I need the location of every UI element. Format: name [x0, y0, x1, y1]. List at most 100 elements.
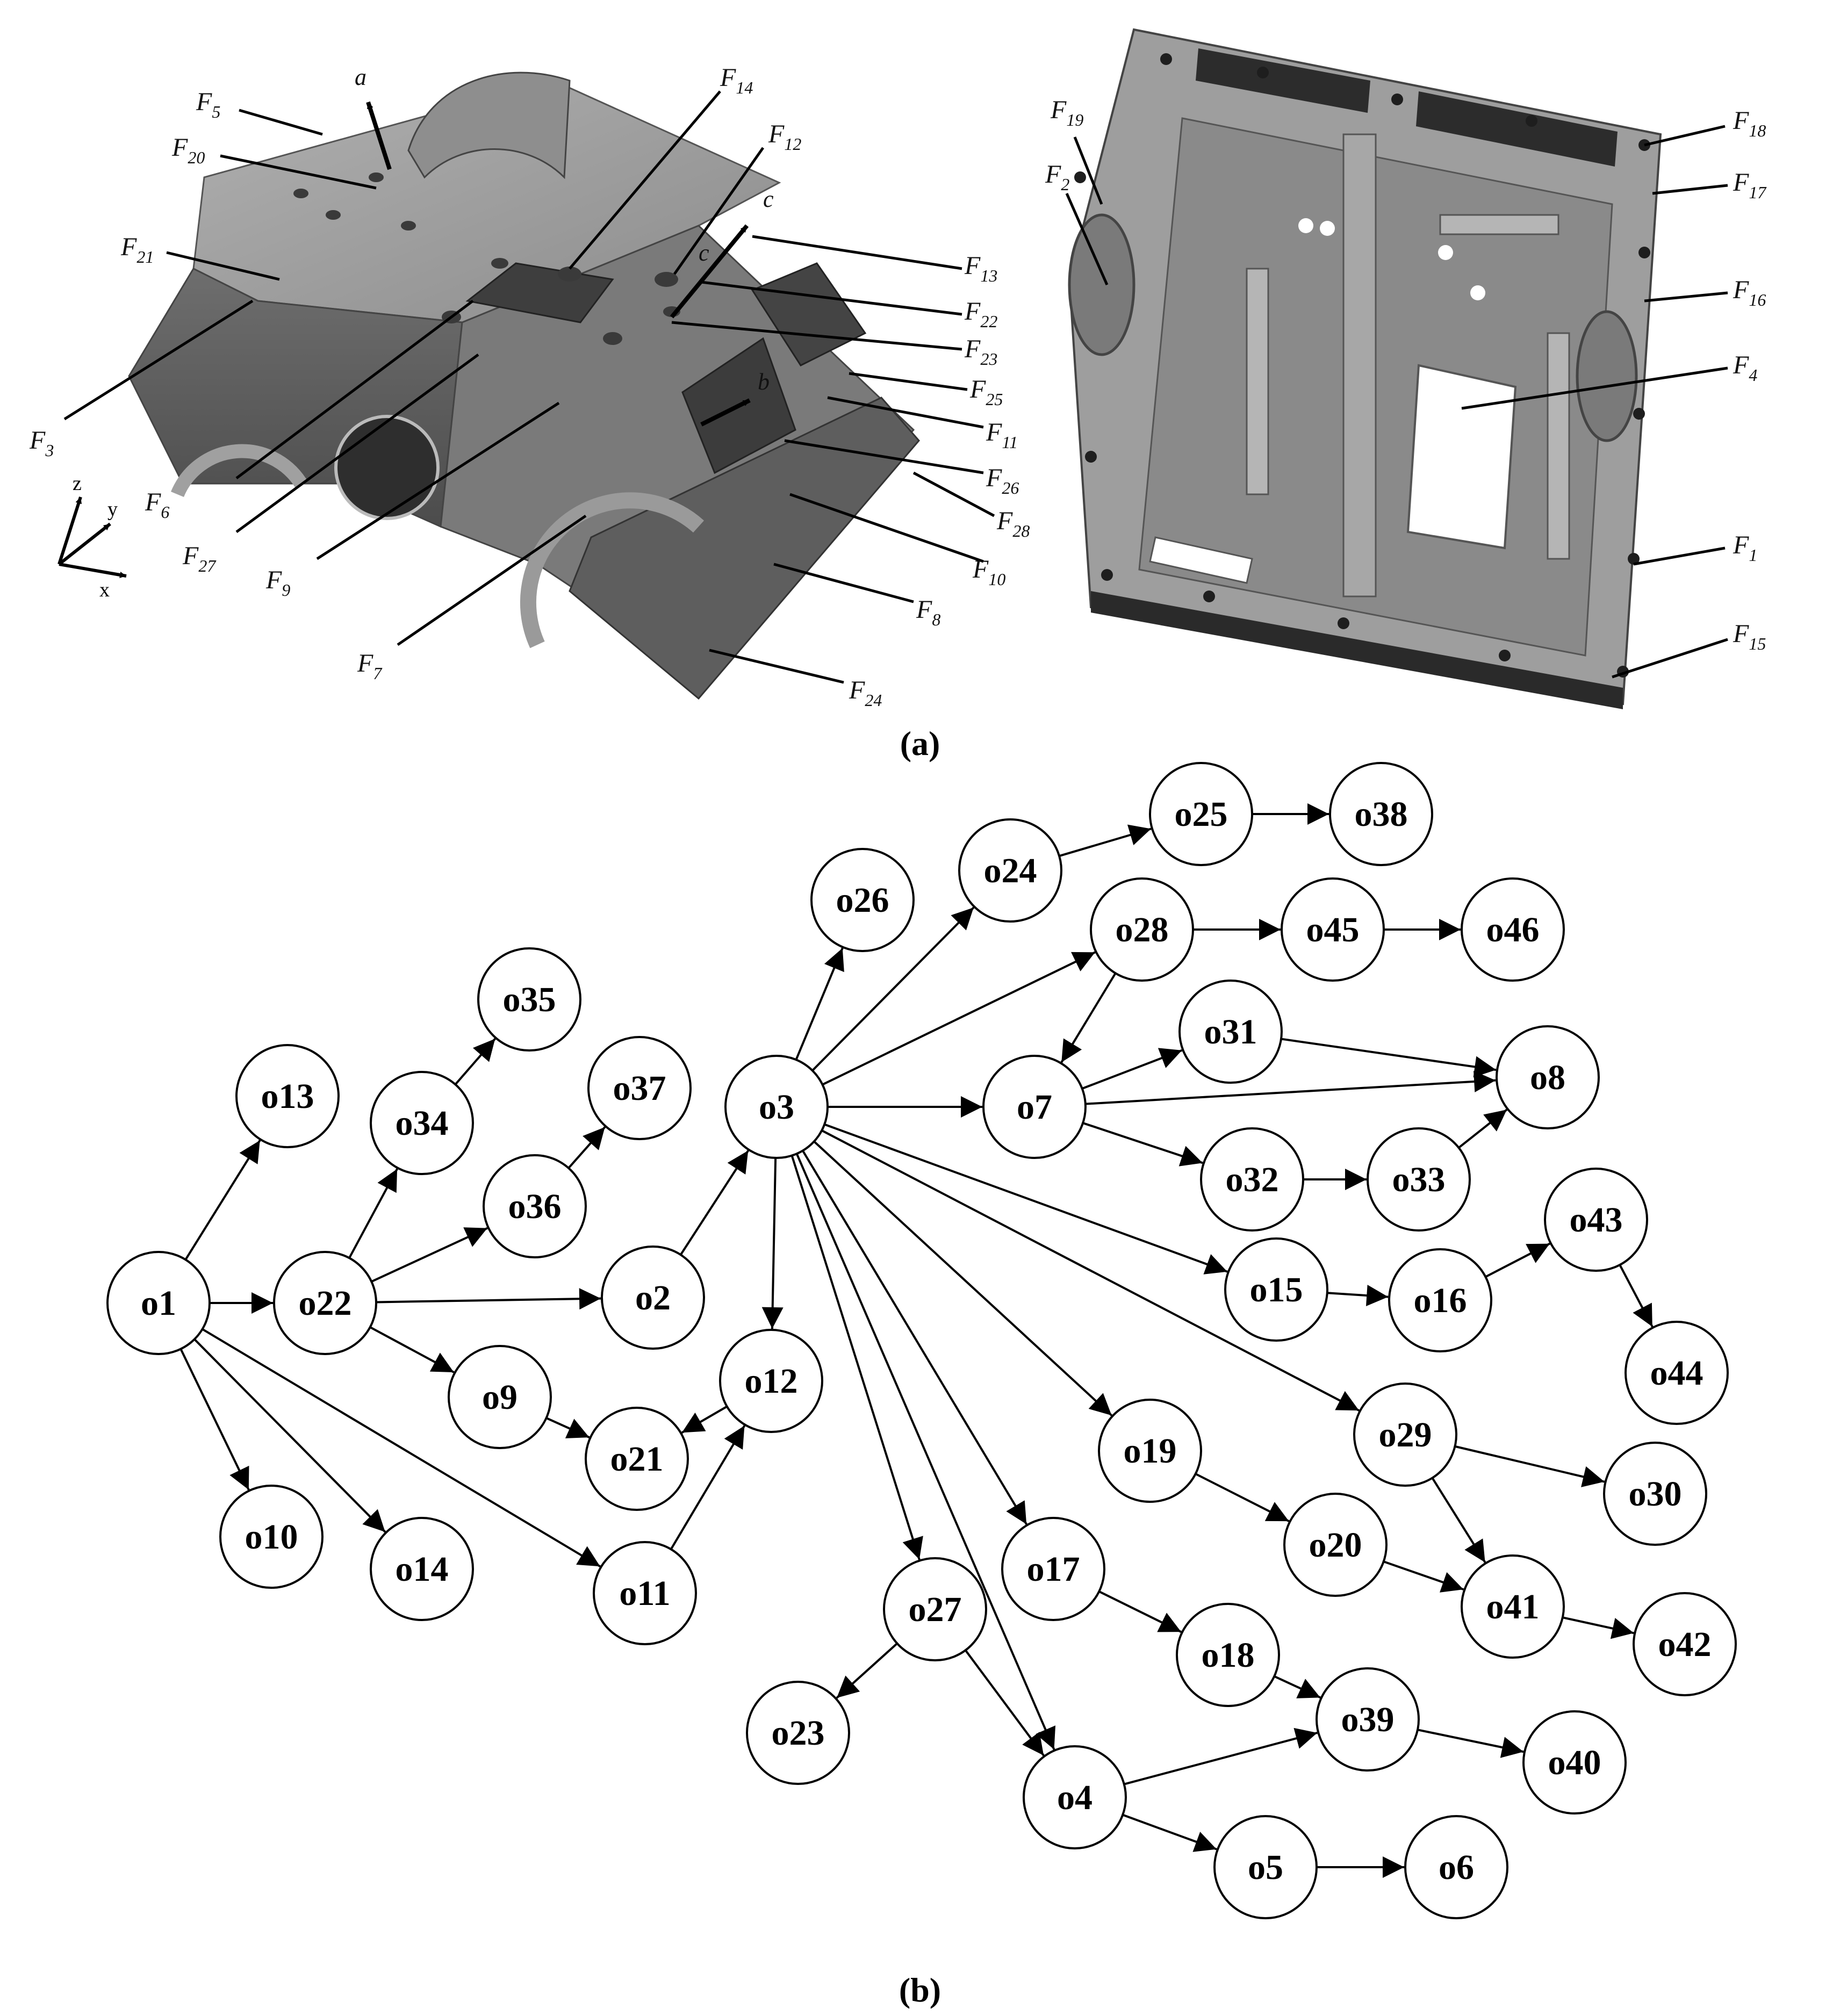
node-circle [106, 1251, 211, 1355]
leader-lines-view2 [1065, 125, 1728, 679]
node-o14: o14 [370, 1517, 474, 1621]
node-circle [1353, 1383, 1457, 1487]
edge-o3-o12 [761, 1157, 784, 1329]
edge-o27-o23 [836, 1643, 898, 1699]
node-o12: o12 [719, 1329, 823, 1433]
node-o35: o35 [477, 947, 581, 1052]
housing2-bottom-slot [1149, 536, 1253, 584]
edge-o3-o19 [813, 1140, 1113, 1416]
edge-o22-o2 [376, 1288, 601, 1310]
node-circle [1461, 1554, 1565, 1659]
node-label: o42 [1658, 1625, 1712, 1664]
node-circle [1404, 1815, 1508, 1919]
housing2-white-hole-3 [1438, 245, 1453, 260]
node-label: o37 [613, 1069, 666, 1108]
edge-o22-o9 [369, 1326, 455, 1373]
label-F22: F22 [964, 297, 997, 331]
housing2-white-hole-4 [1470, 285, 1485, 300]
node-circle [1213, 1815, 1318, 1919]
node-circle [746, 1681, 850, 1785]
edge-o1-o14 [193, 1338, 386, 1533]
edge-o7-o31 [1081, 1048, 1183, 1090]
node-o31: o31 [1178, 980, 1283, 1084]
node-label: o20 [1309, 1525, 1362, 1565]
side-bore-2 [520, 492, 705, 649]
node-circle [483, 1154, 587, 1258]
label-F27: F27 [182, 542, 217, 575]
node-o41: o41 [1461, 1554, 1565, 1659]
node-o18: o18 [1176, 1603, 1280, 1707]
node-circle [1176, 1603, 1280, 1707]
node-label: o16 [1414, 1281, 1467, 1320]
label-F9: F9 [265, 566, 290, 600]
node-circle [1281, 877, 1385, 982]
node-label: o6 [1439, 1848, 1474, 1887]
direction-label-c2: c [699, 240, 709, 266]
node-label: o33 [1392, 1160, 1446, 1199]
node-label: o4 [1057, 1778, 1092, 1817]
node-circle [1496, 1025, 1600, 1129]
node-label: o8 [1530, 1058, 1565, 1097]
node-circle [370, 1517, 474, 1621]
node-o6: o6 [1404, 1815, 1508, 1919]
node-label: o38 [1355, 795, 1408, 834]
node-circle [1098, 1399, 1202, 1503]
node-o11: o11 [593, 1541, 697, 1645]
left-bearing-arc [170, 444, 307, 498]
edge-o3-o26 [795, 947, 844, 1061]
node-label: o43 [1570, 1200, 1623, 1240]
label-F20: F20 [171, 133, 205, 167]
node-label: o15 [1250, 1270, 1303, 1309]
housing2-white-hole-2 [1320, 221, 1335, 236]
node-label: o31 [1204, 1012, 1257, 1052]
housing-top-view: a c c b z y x [29, 63, 1030, 710]
edge-o28-o7 [1060, 973, 1117, 1063]
housing2-rib-vertical [1342, 133, 1377, 597]
node-label: o1 [141, 1284, 176, 1323]
node-circle [810, 848, 915, 952]
node-o23: o23 [746, 1681, 850, 1785]
node-o27: o27 [883, 1557, 987, 1661]
node-circle [1522, 1710, 1627, 1815]
edge-o20-o41 [1383, 1560, 1464, 1593]
node-label: o27 [909, 1590, 962, 1629]
node-o2: o2 [601, 1245, 705, 1350]
direction-label-a: a [355, 64, 366, 90]
right-pocket [751, 262, 867, 366]
node-o24: o24 [958, 818, 1062, 923]
label-F23: F23 [964, 335, 997, 369]
axis-label-y: y [107, 498, 118, 521]
node-label: o39 [1341, 1700, 1395, 1739]
edge-o33-o8 [1458, 1108, 1508, 1149]
node-circle [370, 1071, 474, 1175]
node-o15: o15 [1224, 1237, 1328, 1342]
label-F14: F14 [720, 63, 753, 97]
edge-o39-o40 [1417, 1729, 1524, 1758]
edge-o17-o18 [1098, 1590, 1182, 1633]
edge-o16-o43 [1485, 1242, 1550, 1278]
node-label: o23 [772, 1713, 825, 1753]
housing2-bore-right [1576, 310, 1638, 442]
edge-o3-o28 [822, 951, 1096, 1086]
label-F13: F13 [964, 251, 997, 285]
graph-edges [179, 803, 1654, 1878]
label-F26: F26 [986, 464, 1019, 498]
node-circle [1149, 762, 1253, 866]
axis-label-z: z [73, 472, 82, 495]
node-circle [273, 1251, 377, 1355]
node-label: o2 [635, 1278, 671, 1317]
node-circle [1603, 1442, 1707, 1546]
node-o32: o32 [1200, 1127, 1304, 1232]
node-circle [883, 1557, 987, 1661]
node-label: o36 [508, 1187, 562, 1226]
node-circle [1178, 980, 1283, 1084]
node-o28: o28 [1090, 877, 1194, 982]
edge-o4-o5 [1122, 1813, 1217, 1852]
node-circle [1023, 1745, 1127, 1849]
label-F8: F8 [916, 595, 940, 629]
node-label: o26 [836, 881, 889, 920]
node-label: o19 [1124, 1431, 1177, 1471]
node-circle [1316, 1667, 1420, 1772]
node-o39: o39 [1316, 1667, 1420, 1772]
direction-arrow-a [366, 101, 392, 170]
